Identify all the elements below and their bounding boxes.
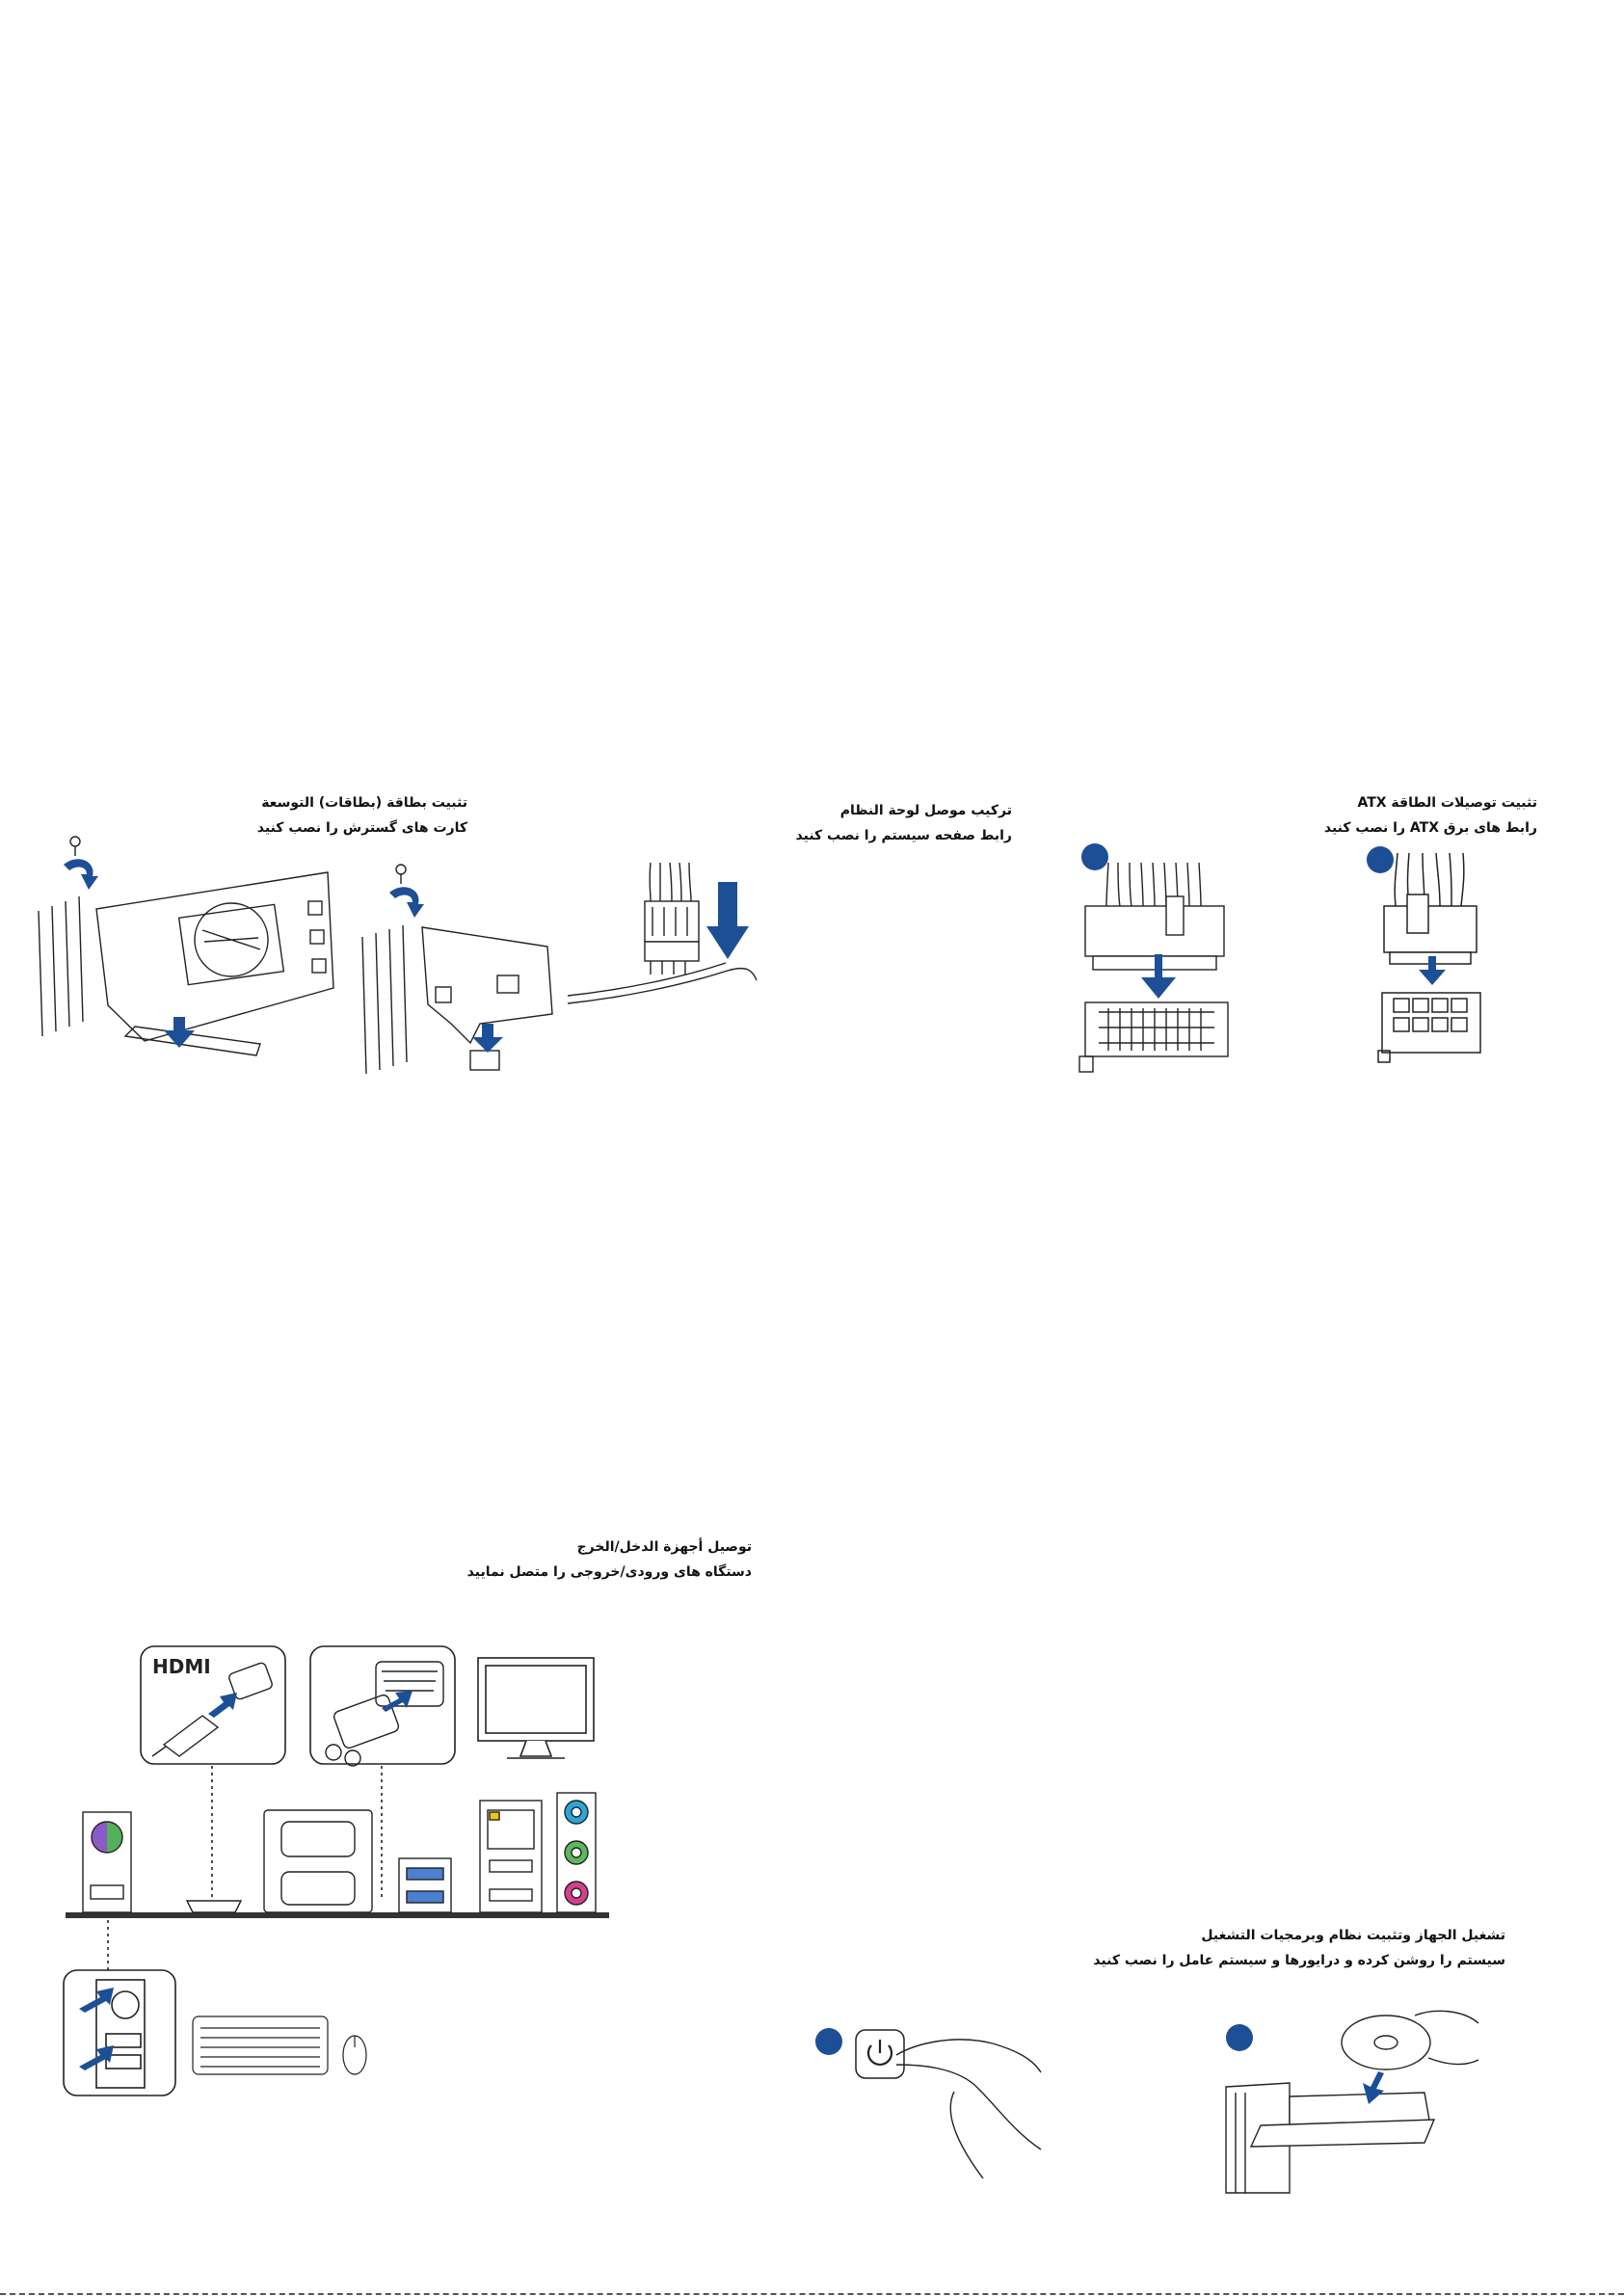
expansion-cards-header: تثبيت بطاقة (بطاقات) التوسعة کارت های گس…: [256, 790, 467, 841]
hdmi-logo: HDMI: [152, 1655, 211, 1678]
down-arrow-icon: [706, 882, 749, 959]
rotate-arrow-icon: [389, 887, 424, 918]
down-arrow-icon: [1419, 956, 1446, 985]
pcie-x1-card-illustration: [361, 864, 553, 1075]
power-icon: [866, 2040, 893, 2067]
power-button-illustration: [855, 2029, 1042, 2179]
io-devices-subtitle: دستگاه های ورودی/خروجی را متصل نمایید: [466, 1564, 752, 1580]
expansion-cards-title: تثبيت بطاقة (بطاقات) التوسعة: [261, 795, 467, 811]
step-badge-power: [815, 2028, 842, 2055]
page-bottom-rule: [0, 2293, 1624, 2295]
panel-connector-subtitle: رابط صفحه سیستم را نصب کنید: [795, 828, 1012, 843]
step-badge-2: [1081, 843, 1108, 870]
down-arrow-icon: [472, 1024, 503, 1053]
atx-8pin-illustration: [1377, 852, 1481, 1063]
atx-power-header: تثبيت توصيلات الطاقة ATX رابط های برق AT…: [1323, 790, 1537, 841]
panel-connector-header: تركيب موصل لوحة النظام رابط صفحه سیستم ر…: [795, 798, 1012, 848]
screw-icon: [69, 836, 81, 847]
atx-power-title: تثبيت توصيلات الطاقة ATX: [1357, 795, 1537, 811]
rotate-arrow-icon: [64, 859, 98, 890]
step-badge-1: [1367, 846, 1394, 873]
disc-install-illustration: [1225, 2010, 1479, 2194]
panel-connector-illustration: [567, 862, 758, 1004]
atx-24pin-illustration: [1078, 862, 1229, 1073]
screw-icon: [395, 864, 407, 875]
step-badge-disc: [1226, 2024, 1253, 2051]
down-arrow-icon: [382, 1691, 413, 1712]
io-devices-title: توصيل أجهزة الدخل/الخرج: [576, 1539, 752, 1555]
down-arrow-icon: [79, 2045, 114, 2070]
power-on-title: تشغيل الجهاز وتثبيت نظام وبرمجيات التشغي…: [1201, 1928, 1505, 1943]
panel-connector-title: تركيب موصل لوحة النظام: [839, 803, 1012, 818]
power-on-subtitle: سیستم را روشن کرده و درایورها و سیستم عا…: [1093, 1953, 1505, 1968]
down-arrow-icon: [164, 1017, 195, 1048]
down-arrow-icon: [1363, 2071, 1384, 2104]
io-panel-illustration: HDMI: [63, 1645, 609, 2096]
down-arrow-icon: [79, 1988, 114, 2013]
io-devices-header: توصيل أجهزة الدخل/الخرج دستگاه های ورودی…: [466, 1535, 752, 1585]
down-arrow-icon: [1141, 954, 1176, 999]
power-on-header: تشغيل الجهاز وتثبيت نظام وبرمجيات التشغي…: [1093, 1923, 1505, 1973]
gpu-card-illustration: [38, 836, 334, 1056]
down-arrow-icon: [208, 1693, 237, 1718]
expansion-cards-subtitle: کارت های گسترش را نصب کنید: [256, 820, 467, 836]
atx-power-subtitle: رابط های برق ATX را نصب کنید: [1323, 820, 1537, 836]
